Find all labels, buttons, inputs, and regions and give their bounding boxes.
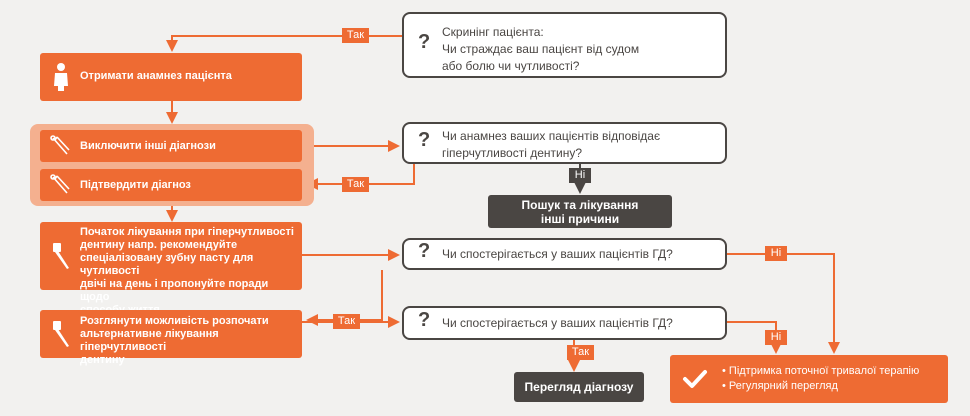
question-box-observe-2: ? Чи спостерігається у ваших пацієнтів Г… [402, 306, 727, 340]
action-line: альтернативне лікування гіперчутливості [80, 328, 219, 353]
question-line: Скринінг пацієнта: [442, 25, 544, 39]
action-line: Розглянути можливість розпочати [80, 315, 269, 327]
yes-tag: Так [567, 345, 594, 360]
question-box-screening: ? Скринінг пацієнта: Чи страждає ваш пац… [402, 12, 727, 78]
checkmark-icon [678, 355, 712, 403]
question-box-observe-1: ? Чи спостерігається у ваших пацієнтів Г… [402, 238, 727, 270]
action-label: Отримати анамнез пацієнта [80, 70, 232, 82]
line-q3-to-alternative [306, 270, 383, 326]
action-line: двічі на день і пропонуйте поради щодо [80, 278, 269, 303]
question-line: Чи анамнез ваших пацієнтів відповідає [442, 129, 661, 143]
line-q1-to-anamnesis [166, 35, 402, 52]
question-mark-icon: ? [418, 309, 431, 331]
outcome-box-support: • Підтримка поточної тривалої терапію • … [670, 355, 948, 403]
question-line: Чи спостерігається у ваших пацієнтів ГД? [442, 247, 673, 261]
toothbrush-icon [46, 310, 76, 358]
line-q3-to-support [727, 253, 840, 354]
question-line: Чи спостерігається у ваших пацієнтів ГД? [442, 316, 673, 330]
dental-tools-icon [46, 169, 76, 201]
yes-tag: Так [333, 314, 360, 329]
dental-tools-icon [46, 130, 76, 162]
outcome-box-review: Перегляд діагнозу [514, 372, 644, 402]
question-box-history: ? Чи анамнез ваших пацієнтів відповідає … [402, 122, 727, 164]
outcome-line: Пошук та лікування [521, 198, 639, 212]
action-label: Підтвердити діагноз [80, 179, 191, 191]
question-mark-icon: ? [418, 31, 431, 53]
no-tag: Ні [569, 168, 591, 183]
question-line: або болю чи чутливості? [442, 59, 580, 73]
person-icon [46, 53, 76, 101]
action-box-alternative: Розглянути можливість розпочати альтерна… [40, 310, 302, 366]
action-box-anamnesis: Отримати анамнез пацієнта [40, 53, 302, 101]
no-tag: Ні [765, 330, 787, 345]
outcome-line: Перегляд діагнозу [524, 380, 634, 394]
question-line: Чи страждає ваш пацієнт від судом [442, 42, 640, 56]
question-mark-icon: ? [418, 129, 431, 151]
question-line: гіперчутливості дентину? [442, 146, 583, 160]
action-line: дентину [80, 354, 125, 366]
action-line: спеціалізовану зубну пасту для чутливост… [80, 252, 254, 277]
action-line: Початок лікування при гіперчутливості [80, 226, 294, 238]
outcome-box-other-causes: Пошук та лікування інші причини [488, 195, 672, 228]
action-box-start-treatment: Початок лікування при гіперчутливості де… [40, 222, 302, 316]
outcome-line: інші причини [540, 212, 620, 226]
action-line: дентину напр. рекомендуйте [80, 239, 238, 251]
action-box-confirm: Підтвердити діагноз [40, 169, 302, 201]
yes-tag: Так [342, 177, 369, 192]
action-label: Виключити інші діагнози [80, 140, 216, 152]
outcome-line: • Регулярний перегляд [722, 380, 838, 392]
outcome-line: • Підтримка поточної тривалої терапію [722, 365, 920, 377]
yes-tag: Так [342, 28, 369, 43]
toothbrush-icon [46, 222, 76, 290]
question-mark-icon: ? [418, 240, 431, 262]
no-tag: Ні [765, 246, 787, 261]
action-box-exclude: Виключити інші діагнози [40, 130, 302, 162]
